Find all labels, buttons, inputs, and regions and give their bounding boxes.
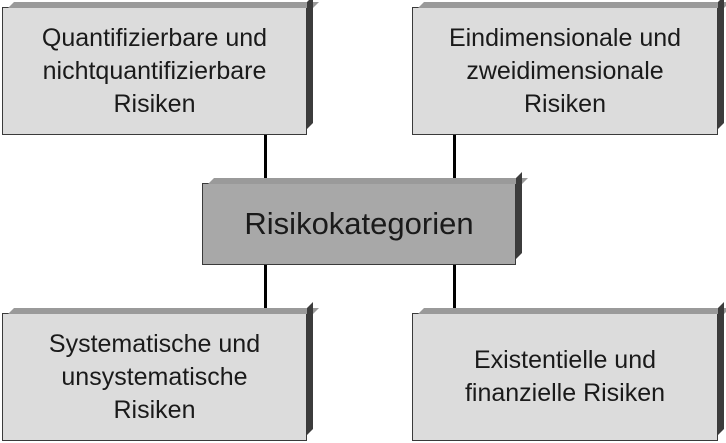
category-box-existential: Existentielle und finanzielle Risiken [412,313,718,441]
category-box-dimensional: Eindimensionale und zweidimensionale Ris… [412,7,718,135]
connector-top-right [453,135,456,183]
category-box-systematic: Systematische und unsystematische Risike… [2,313,307,441]
center-label: Risikokategorien [244,206,474,241]
center-box: Risikokategorien [202,183,516,265]
category-label-quantifiable: Quantifizierbare und nichtquantifizierba… [41,23,268,118]
connector-bottom-right [453,265,456,313]
category-label-dimensional: Eindimensionale und zweidimensionale Ris… [448,23,682,118]
category-label-systematic: Systematische und unsystematische Risike… [48,329,261,424]
category-label-existential: Existentielle und finanzielle Risiken [464,346,666,407]
connector-bottom-left [264,265,267,313]
category-box-quantifiable: Quantifizierbare und nichtquantifizierba… [2,7,307,135]
connector-top-left [264,135,267,183]
